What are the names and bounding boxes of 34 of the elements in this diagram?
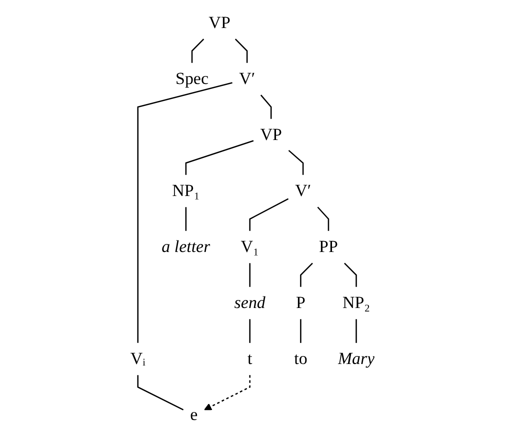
connector bbox=[249, 319, 250, 343]
node-text: VP bbox=[260, 126, 282, 144]
connector bbox=[185, 207, 187, 231]
connector bbox=[300, 319, 302, 343]
connector bbox=[300, 262, 313, 287]
connector bbox=[249, 263, 250, 287]
node-text: Spec bbox=[176, 70, 209, 88]
arrow bbox=[204, 375, 250, 410]
node-text: P bbox=[296, 294, 306, 312]
connector bbox=[191, 38, 204, 63]
connector bbox=[344, 262, 357, 287]
connector bbox=[288, 150, 304, 175]
node-text: VP bbox=[208, 14, 230, 32]
node-text: t bbox=[248, 350, 252, 368]
node-text: send bbox=[234, 294, 266, 312]
connector bbox=[260, 94, 272, 119]
node-text: PP bbox=[319, 238, 338, 256]
node-text: e bbox=[190, 406, 198, 424]
node-text: Mary bbox=[338, 350, 375, 368]
node-text: V′ bbox=[295, 182, 312, 200]
connector bbox=[137, 375, 184, 410]
connector bbox=[356, 319, 357, 343]
node-text: Vᵢ bbox=[130, 350, 146, 368]
node-text: NP₁ bbox=[172, 182, 200, 200]
node-text: to bbox=[294, 350, 308, 368]
connector bbox=[249, 198, 289, 231]
node-text: a letter bbox=[162, 238, 210, 256]
connector bbox=[185, 140, 254, 175]
node-text: V′ bbox=[239, 70, 256, 88]
connector bbox=[137, 82, 232, 343]
connector bbox=[234, 38, 248, 63]
node-text: NP₂ bbox=[342, 294, 370, 312]
connector bbox=[317, 206, 330, 231]
node-text: V₁ bbox=[240, 238, 259, 256]
